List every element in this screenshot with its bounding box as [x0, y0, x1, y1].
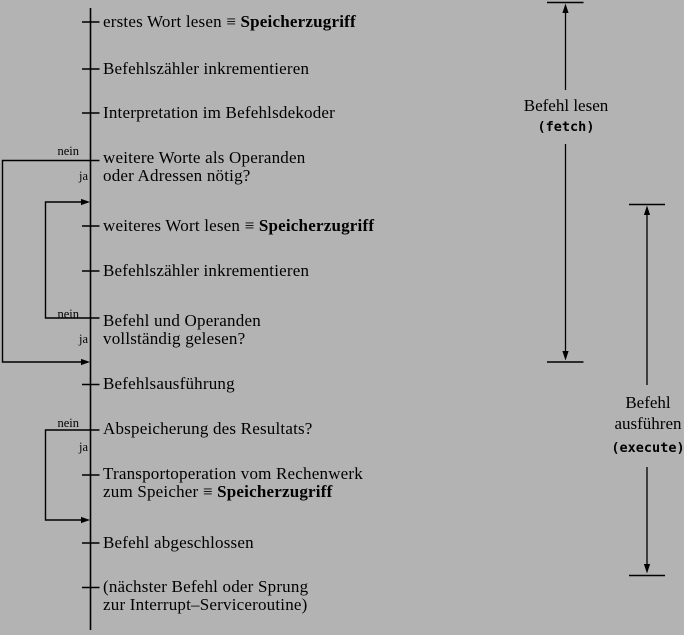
- execute-phase-code: (execute): [611, 440, 684, 456]
- step-naechster-befehl-line1: (nächster Befehl oder Sprung: [103, 577, 309, 596]
- step-text-bold: Speicherzugriff: [240, 12, 356, 31]
- branch-label-nein-2: nein: [57, 307, 79, 321]
- execute-phase-title-line1: Befehl: [625, 393, 671, 412]
- step-text: weiteres Wort lesen ≡: [103, 216, 259, 235]
- read-loop-nein-line: [44, 201, 100, 319]
- outer-loop-arrowhead-icon: [81, 358, 90, 366]
- decision-vollstaendig-gelesen-line2: vollständig gelesen?: [103, 329, 246, 348]
- decision-abspeicherung-resultat: Abspeicherung des Resultats?: [103, 419, 313, 438]
- step-text: zum Speicher ≡: [103, 482, 218, 501]
- fetch-phase-code: (fetch): [537, 119, 595, 135]
- fetch-arrow-down-icon: [562, 351, 569, 361]
- step-text-bold: Speicherzugriff: [258, 216, 375, 235]
- branch-label-nein-3: nein: [57, 416, 79, 430]
- branch-label-ja-2: ja: [78, 332, 88, 346]
- store-skip-arrowhead-icon: [81, 516, 90, 524]
- branch-label-ja-3: ja: [78, 440, 88, 454]
- step-transportoperation-line2: zum Speicher ≡ Speicherzugriff: [103, 483, 332, 501]
- step-erstes-wort-lesen: erstes Wort lesen ≡ Speicherzugriff: [103, 13, 356, 31]
- execute-arrow-down-icon: [643, 564, 651, 574]
- execute-phase-title-line2: ausführen: [614, 414, 682, 433]
- decision-weitere-worte-line1: weitere Worte als Operanden: [103, 148, 306, 167]
- decision-vollstaendig-gelesen-line1: Befehl und Operanden: [103, 311, 261, 330]
- step-befehlsausfuehrung: Befehlsausführung: [103, 374, 235, 393]
- execute-arrow-up-icon: [643, 205, 651, 215]
- step-befehlszaehler-inkrementieren-1: Befehlszähler inkrementieren: [103, 59, 310, 78]
- step-weiteres-wort-lesen: weiteres Wort lesen ≡ Speicherzugriff: [103, 217, 374, 235]
- step-text: erstes Wort lesen ≡: [103, 12, 241, 31]
- outer-nein-loop-line: [1, 159, 100, 363]
- fetch-arrow-up-icon: [562, 3, 569, 13]
- step-interpretation-befehlsdekoder: Interpretation im Befehlsdekoder: [103, 103, 336, 122]
- store-skip-nein-line: [44, 429, 100, 521]
- step-transportoperation-line1: Transportoperation vom Rechenwerk: [103, 464, 363, 483]
- step-befehl-abgeschlossen: Befehl abgeschlossen: [103, 533, 254, 552]
- step-text-bold: Speicherzugriff: [217, 482, 333, 501]
- fetch-phase-title: Befehl lesen: [523, 96, 609, 115]
- branch-label-nein-1: nein: [57, 144, 79, 158]
- decision-weitere-worte-line2: oder Adressen nötig?: [103, 166, 251, 185]
- branch-label-ja-1: ja: [78, 169, 88, 183]
- step-naechster-befehl-line2: zur Interrupt–Serviceroutine): [103, 595, 308, 614]
- step-ticks: [82, 21, 100, 589]
- read-loop-arrowhead-icon: [81, 198, 90, 206]
- step-befehlszaehler-inkrementieren-2: Befehlszähler inkrementieren: [103, 261, 310, 280]
